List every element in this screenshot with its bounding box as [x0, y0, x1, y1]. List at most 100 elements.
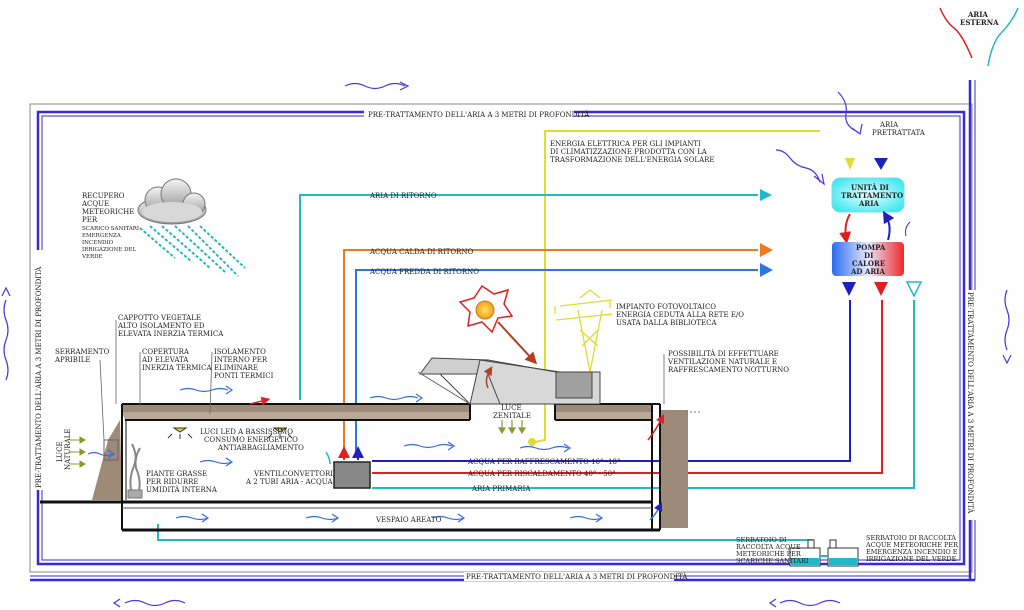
tank1-label-1: SERBATOIO DI: [736, 536, 787, 544]
energy-electric-label-1: ENERGIA ELETTRICA PER GLI IMPIANTI: [550, 140, 701, 148]
electric-input-arrow-icon: [845, 158, 855, 170]
ahu-label-3: ARIA: [858, 199, 880, 208]
ground-right: [660, 410, 688, 528]
fancoil-air-arrow-icon: [325, 451, 331, 465]
water-tank-2: [827, 539, 859, 567]
skylight-label-2: ZENITALE: [493, 412, 531, 420]
roof-soil-right: [555, 404, 652, 412]
rainwater-recovery-label-3: METEORICHE: [82, 208, 134, 216]
energy-electric-label-2: DI CLIMATIZZAZIONE PRODOTTA CON LA: [550, 148, 708, 156]
pretreatment-label-bottom: PRE-TRATTAMENTO DELL'ARIA A 3 METRI DI P…: [466, 572, 688, 581]
hot-water-return-label: ACQUA CALDA DI RITORNO: [369, 248, 474, 256]
pretreatment-label-right: PRE-TRATTAMENTO DELL'ARIA A 3 METRI DI P…: [966, 292, 975, 514]
hot-water-out-arrow-icon: [874, 282, 888, 296]
tank1-label-4: SCARICHE SANITARI: [736, 557, 809, 565]
tank2-label-2: ACQUE METEORICHE PER: [865, 541, 959, 549]
cold-water-out-arrow-icon: [842, 282, 856, 296]
night-ventilation-label-3: RAFFRESCAMENTO NOTTURNO: [668, 366, 789, 374]
openable-window-label-1: SERRAMENTO: [55, 348, 110, 356]
window-icon: [103, 439, 119, 461]
heating-water-label: ACQUA PER RISCALDAMENTO 40° - 50°: [467, 470, 616, 478]
rainwater-uses-5: VERDE: [81, 254, 103, 260]
outside-air-in-arrow-icon: [939, 7, 973, 59]
natural-light-label-2: NATURALE: [64, 429, 72, 470]
return-air-arrow-icon: [760, 189, 772, 201]
heat-pump-label-3: CALORE: [852, 259, 885, 268]
openable-window-label-2: APRIBILE: [54, 356, 90, 364]
air-input-arrow-icon: [874, 158, 888, 170]
insulation-label-3: ELIMINARE: [214, 364, 258, 372]
heat-loss-arrow-icon: [249, 396, 271, 406]
energy-electric-label-3: TRASFORMAZIONE DELL'ENERGIA SOLARE: [550, 156, 715, 164]
sun-icon: [458, 284, 514, 334]
heat-pump-label-1: POMPA: [856, 243, 886, 252]
led-light-icon: [267, 427, 293, 439]
cold-water-return-arrow-icon: [760, 263, 773, 277]
warm-air-arrow-icon: [483, 366, 493, 389]
insulation-label-4: PONTI TERMICI: [214, 372, 274, 380]
lamp-icon: [528, 438, 536, 446]
cooling-water-label: ACQUA PER RAFFRESCAMENTO 16° -18°: [467, 458, 621, 466]
tank1-label-2: RACCOLTA ACQUE: [736, 543, 801, 551]
swirl-arrow-icon: [1002, 289, 1012, 365]
led-label-2: CONSUMO ENERGETICO: [204, 436, 298, 444]
tank2-label-3: EMERGENZA INCENDIO E: [866, 548, 958, 556]
rainwater-recovery-label-2: ACQUE: [81, 200, 109, 208]
roof-insulation: [122, 412, 470, 420]
heat-pump: POMPA DI CALORE AD ARIA: [832, 242, 904, 276]
pv-label-1: IMPIANTO FOTOVOLTAICO: [616, 303, 716, 311]
skylight-structure: [417, 357, 601, 405]
led-label-3: ANTIABBAGLIAMENTO: [217, 444, 304, 452]
swirl-arrow-icon: [905, 221, 911, 237]
heat-pump-label-4: AD ARIA: [850, 267, 885, 276]
plants-label-2: PER RIDURRE: [146, 478, 199, 486]
natural-light-arrows-icon: [70, 436, 86, 468]
rain-icon: [139, 225, 246, 277]
pv-label-3: USATA DALLA BIBLIOTECA: [616, 319, 718, 327]
roof-soil: [122, 404, 470, 412]
power-pylon-icon: [554, 289, 613, 373]
swirl-arrow-icon: [837, 91, 863, 136]
roof-label-2: AD ELEVATA: [141, 356, 189, 364]
outside-air-out-arrow-icon: [987, 7, 1019, 67]
primary-air-out-arrow-icon: [905, 281, 923, 298]
swirl-arrow-icon: [344, 81, 410, 91]
primary-air-label: ARIA PRIMARIA: [471, 485, 531, 493]
heat-pump-label-2: DI: [864, 251, 873, 260]
swirl-arrow-icon: [775, 149, 825, 186]
swirl-arrow-icon: [768, 598, 841, 608]
solar-radiation-arrow-icon: [497, 321, 538, 365]
green-wall-label-1: CAPPOTTO VEGETALE: [118, 314, 201, 322]
rainwater-uses-3: INCENDIO: [82, 240, 114, 246]
air-handling-unit: UNITÀ DI TRATTAMENTO ARIA: [831, 177, 905, 213]
ahu-label-2: TRATTAMENTO: [841, 191, 903, 200]
outside-air-label-2: ESTERNA: [960, 18, 999, 27]
plants-label-3: UMIDITÀ INTERNA: [146, 485, 218, 494]
pipes: [157, 130, 915, 548]
swirl-arrow-icon: [1, 286, 11, 381]
hot-water-return-arrow-icon: [760, 243, 773, 257]
cloud-icon: [137, 178, 207, 225]
ahu-to-pump-arrow-icon: [839, 213, 852, 244]
roof-label-1: COPERTURA: [142, 348, 190, 356]
fancoil-label-2: A 2 TUBI ARIA - ACQUA: [245, 478, 333, 486]
green-wall-label-2: ALTO ISOLAMENTO ED: [117, 322, 205, 330]
night-ventilation-arrow-icon: [647, 413, 665, 441]
roof-label-3: INERZIA TERMICA: [142, 364, 213, 372]
fancoil-unit: [333, 461, 371, 489]
natural-light-label-1: LUCE: [56, 441, 64, 462]
tank2-label-1: SERBATOIO DI RACCOLTA: [866, 534, 956, 542]
cool-air-arrow-icon: [649, 501, 663, 521]
pretreated-air-label-2: PRETRATTATA: [872, 129, 926, 137]
skylight-label-1: LUCE: [501, 404, 522, 412]
plants-label-1: PIANTE GRASSE: [146, 470, 207, 478]
plant-icon: [127, 443, 143, 499]
tank2-label-4: IRRIGAZIONE DEL VERDE: [866, 555, 957, 563]
insulation-label-1: ISOLAMENTO: [214, 348, 266, 356]
night-ventilation-label-1: POSSIBILITÀ DI EFFETTUARE: [668, 349, 779, 358]
return-air-label: ARIA DI RITORNO: [369, 192, 437, 200]
night-ventilation-label-2: VENTILAZIONE NATURALE E: [667, 358, 777, 366]
tank1-label-3: METEORICHE PER: [736, 550, 802, 558]
roof-insulation-right: [555, 412, 652, 420]
